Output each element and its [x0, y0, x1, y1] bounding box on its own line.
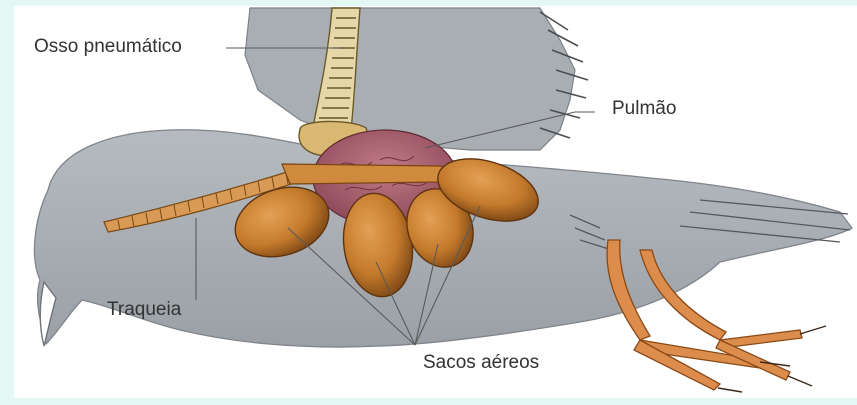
label-trachea: Traqueia	[107, 300, 181, 319]
illustration-frame: Osso pneumático Pulmão Traqueia Sacos aé…	[14, 6, 857, 398]
label-pneumatic-bone: Osso pneumático	[34, 37, 182, 56]
bird-respiratory-illustration	[14, 6, 857, 398]
upper-wing	[245, 8, 575, 150]
label-air-sacs: Sacos aéreos	[423, 353, 539, 372]
label-lung: Pulmão	[612, 99, 676, 118]
